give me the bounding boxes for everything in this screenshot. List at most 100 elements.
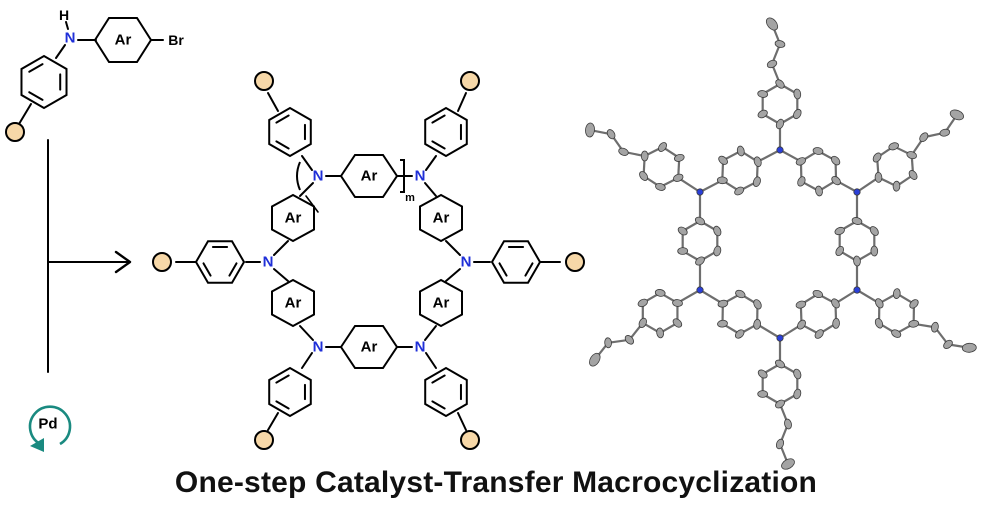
crystal-carbon-atom: [734, 329, 745, 339]
crystal-bond: [756, 323, 781, 339]
crystal-carbon-atom: [752, 176, 761, 187]
ar-label: Ar: [115, 32, 132, 49]
repeat-bracket-left: [296, 161, 301, 191]
double-bond: [498, 262, 508, 277]
nh-bond: [65, 21, 69, 30]
macro-nitrogen-label: N: [313, 168, 324, 185]
crystal-carbon-atom: [735, 289, 746, 299]
crystal-carbon-atom: [677, 226, 688, 236]
pendant-bond: [425, 352, 437, 369]
ring-outline: [424, 106, 468, 158]
crystal-carbon-atom: [795, 157, 807, 166]
crystal-carbon-atom: [795, 300, 807, 309]
crystal-carbon-atom: [757, 390, 769, 398]
crystal-carbon-atom: [909, 299, 919, 309]
crystal-carbon-atom: [753, 156, 762, 167]
pendant-aryl-ring: [490, 240, 542, 284]
double-bond: [202, 262, 212, 277]
crystal-carbon-atom: [793, 108, 802, 120]
pendant-bond: [301, 155, 313, 171]
crystal-carbon-atom: [674, 153, 685, 162]
crystal-carbon-atom: [835, 245, 844, 257]
crystal-carbon-atom: [793, 368, 802, 380]
pendant-end-bond: [267, 92, 279, 112]
crystal-carbon-atom: [713, 245, 722, 257]
crystal-bond: [699, 289, 724, 305]
n-ring-bond: [299, 325, 314, 341]
pendant-end-bond: [267, 412, 279, 431]
crystal-carbon-atom: [832, 318, 840, 329]
macro-ar-label: Ar: [285, 295, 302, 312]
ring-outline: [490, 240, 542, 284]
crystal-carbon-atom: [658, 142, 667, 152]
crystal-carbon-atom: [654, 289, 666, 297]
pendant-bond: [425, 155, 437, 171]
pendant-aryl-ring: [268, 366, 312, 418]
crystal-carbon-atom: [736, 145, 745, 157]
macro-ar-ring: [419, 193, 463, 243]
crystal-carbon-atom: [585, 122, 595, 138]
crystal-carbon-atom: [734, 186, 745, 196]
crystal-carbon-atom: [656, 327, 664, 339]
crystal-carbon-atom: [606, 129, 616, 140]
crystal-carbon-atom: [949, 109, 964, 121]
n-ring-bond: [445, 268, 461, 282]
n-ring-bond: [424, 325, 437, 341]
crystal-carbon-atom: [624, 335, 634, 345]
n-ring-bond: [273, 240, 289, 256]
macro-ar-ring: [419, 278, 463, 328]
crystal-carbon-atom: [639, 171, 649, 181]
crystal-bond: [856, 176, 880, 193]
double-bond: [228, 262, 238, 277]
crystal-nitrogen-atom: [853, 188, 861, 196]
crystal-carbon-atom: [872, 152, 882, 163]
crystal-carbon-atom: [717, 299, 729, 308]
crystal-carbon-atom: [892, 180, 901, 192]
crystal-carbon-atom: [891, 329, 902, 338]
crystal-carbon-atom: [765, 17, 779, 31]
crystal-carbon-atom: [814, 329, 824, 339]
n-ring-bond: [273, 268, 289, 282]
crystal-carbon-atom: [961, 342, 977, 353]
crystal-nitrogen-atom: [696, 286, 704, 294]
pendant-aryl-ring: [424, 366, 468, 418]
crystal-carbon-atom: [812, 147, 824, 155]
double-bond: [275, 400, 290, 410]
pendant-bond: [301, 352, 313, 369]
crystal-carbon-atom: [757, 109, 768, 119]
aryl-ring: [20, 54, 68, 110]
crystal-carbon-atom: [834, 226, 845, 236]
pendant-aryl-ring: [194, 240, 246, 284]
repeat-crossbond: [305, 195, 319, 213]
crystal-carbon-atom: [672, 173, 684, 182]
crystal-carbon-atom: [874, 318, 884, 329]
macro-ar-label: Ar: [361, 339, 378, 356]
crystal-carbon-atom: [618, 147, 629, 156]
ring-outline: [268, 106, 312, 158]
crystal-bond: [757, 149, 781, 163]
crystal-nitrogen-atom: [696, 188, 704, 196]
end-group-circle: [254, 430, 274, 450]
crystal-carbon-atom: [908, 170, 918, 180]
n-ring-bond: [445, 240, 461, 256]
double-bond: [28, 63, 44, 73]
crystal-carbon-atom: [637, 298, 648, 308]
crystal-carbon-atom: [753, 299, 762, 310]
crystal-carbon-atom: [815, 185, 823, 197]
end-group-circle: [5, 122, 25, 142]
crystal-nitrogen-atom: [776, 146, 784, 154]
bromine-label: Br: [168, 32, 184, 48]
double-bond: [28, 91, 44, 101]
macro-nitrogen-label: N: [461, 254, 472, 271]
end-group-circle: [152, 252, 172, 272]
crystal-carbon-atom: [869, 226, 879, 236]
crystal-carbon-atom: [717, 319, 728, 328]
crystal-carbon-atom: [775, 438, 785, 450]
crystal-carbon-atom: [718, 155, 728, 165]
end-group-circle: [460, 430, 480, 450]
crystal-carbon-atom: [875, 298, 884, 309]
macro-nitrogen-label: N: [313, 339, 324, 356]
pendant-end-bond: [457, 92, 467, 112]
crystal-carbon-atom: [775, 399, 785, 409]
